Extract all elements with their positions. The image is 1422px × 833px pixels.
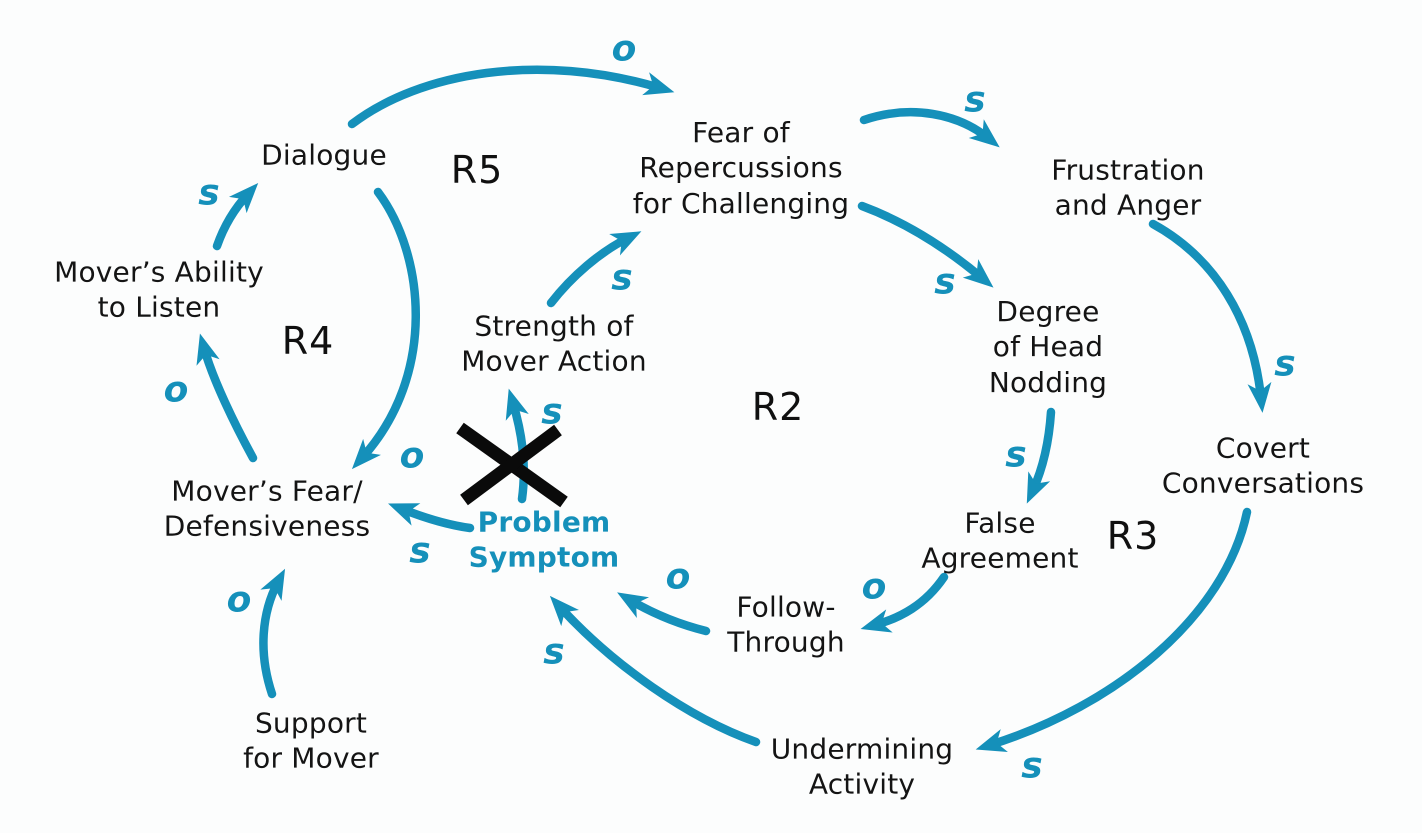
polarity-moversfear-ability: o (163, 369, 189, 411)
polarity-ability-dialogue: s (198, 172, 220, 214)
arrow-movers-fear-to-movers-ability (196, 333, 258, 463)
arrow-frustration-to-covert-conversations (1148, 219, 1272, 413)
loop-label-r5: R5 (450, 148, 504, 192)
polarity-fear-degree: s (934, 261, 956, 303)
loop-label-r4: R4 (281, 319, 335, 363)
loop-label-r3: R3 (1106, 514, 1160, 558)
node-follow-through: Follow- Through (727, 590, 845, 659)
node-problem-symptom: Problem Symptom (468, 505, 620, 574)
polarity-covert-undermining: s (1021, 745, 1043, 787)
polarity-dialogue-moversfear: o (399, 435, 425, 477)
polarity-undermining-problem: s (543, 631, 565, 673)
node-frustration-and-anger: Frustration and Anger (1051, 153, 1205, 222)
polarity-degree-false: s (1005, 434, 1027, 476)
node-support-for-mover: Support for Mover (243, 706, 379, 775)
polarity-false-follow: o (861, 566, 887, 608)
node-covert-conversations: Covert Conversations (1161, 431, 1365, 500)
polarity-problem-moversfear: s (409, 530, 431, 572)
arrow-degree-of-head-nodding-to-false-agreement (1026, 407, 1056, 504)
arrow-problem-symptom-to-strength-of-mover-action (505, 388, 529, 504)
cross-out-x-mark (456, 422, 568, 508)
arrow-dialogue-to-movers-fear (351, 187, 420, 470)
arrow-fear-of-repercussions-to-degree-of-head-nodding (857, 201, 994, 288)
arrow-movers-ability-to-dialogue (212, 183, 259, 251)
node-movers-ability-to-listen: Mover’s Ability to Listen (54, 255, 264, 324)
arrow-fear-of-repercussions-to-frustration (859, 107, 1000, 148)
node-undermining-activity: Undermining Activity (770, 732, 954, 801)
arrow-covert-conversations-to-undermining-activity (975, 507, 1252, 752)
node-strength-of-mover-action: Strength of Mover Action (461, 309, 647, 378)
polarity-strength-fear: s (611, 257, 633, 299)
polarity-frustration-covert: s (1274, 343, 1296, 385)
polarity-support-moversfear: o (226, 579, 252, 621)
arrow-support-to-movers-fear (259, 568, 286, 699)
arrow-follow-through-to-problem-symptom (617, 592, 711, 636)
arrow-false-agreement-to-follow-through (860, 572, 949, 633)
node-degree-of-head-nodding: Degree of Head Nodding (988, 295, 1108, 399)
arrow-undermining-activity-to-problem-symptom (549, 595, 761, 747)
polarity-fear-frustration: s (964, 79, 986, 121)
node-false-agreement: False Agreement (921, 506, 1079, 575)
node-dialogue: Dialogue (261, 138, 387, 172)
polarity-dialogue-fear: o (611, 28, 637, 70)
polarity-follow-problem: o (665, 556, 691, 598)
loop-label-r2: R2 (751, 385, 805, 429)
arrow-strength-of-mover-action-to-fear-of-repercussions (546, 231, 642, 308)
arrow-problem-symptom-to-movers-fear (388, 503, 475, 533)
node-fear-of-repercussions: Fear of Repercussions for Challenging (632, 116, 850, 220)
polarity-problem-strength: s (541, 391, 563, 433)
node-movers-fear-defensiveness: Mover’s Fear/ Defensiveness (163, 474, 371, 543)
arrow-dialogue-to-fear-of-repercussions (347, 65, 675, 129)
